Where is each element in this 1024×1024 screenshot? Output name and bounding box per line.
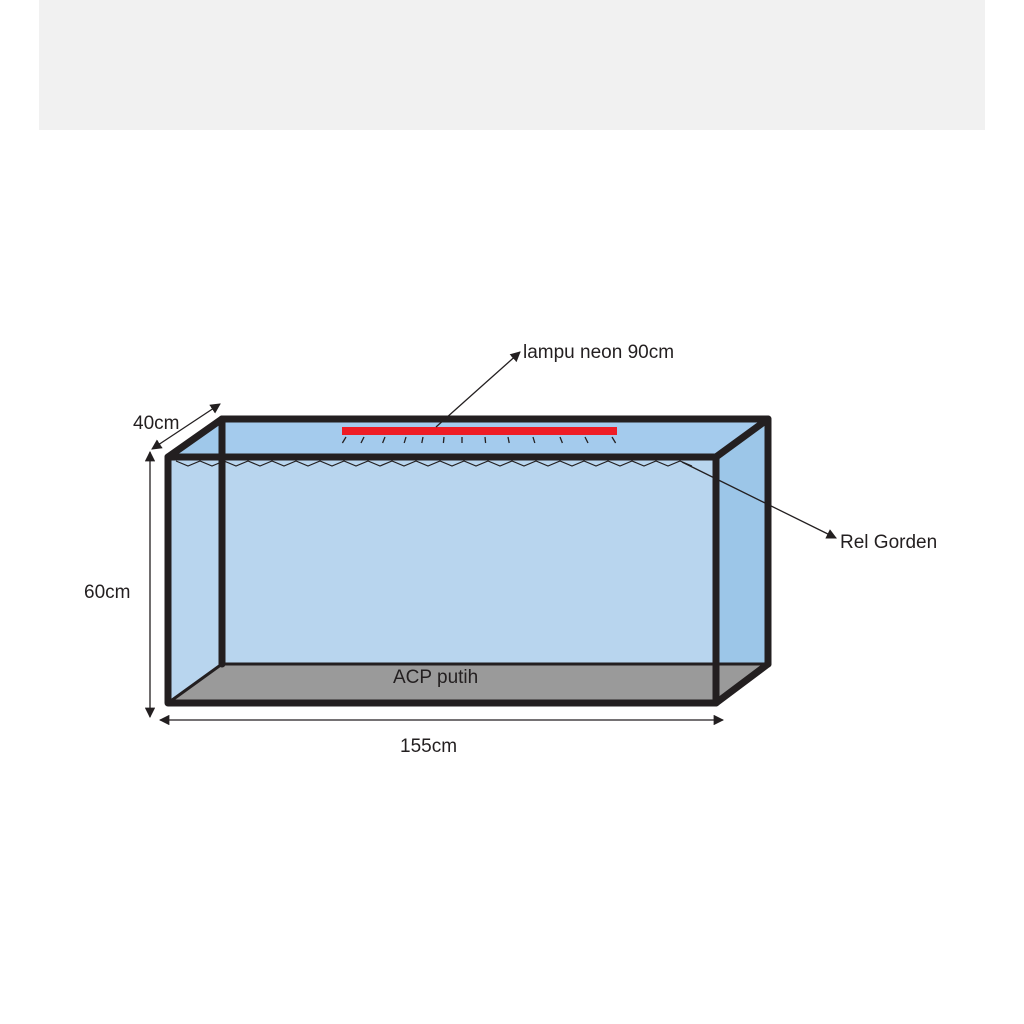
light-ray [507, 436, 510, 444]
frame-right-bottom [712, 660, 772, 707]
floor-panel [168, 664, 768, 703]
lamp-label: lampu neon 90cm [523, 342, 674, 363]
light-ray [381, 436, 386, 444]
front-glass-face [168, 457, 716, 703]
right-side-glass-face [716, 419, 768, 703]
light-ray [559, 436, 564, 444]
height-label: 60cm [84, 582, 130, 603]
curtain-rail-zigzag [175, 460, 693, 467]
light-ray [341, 436, 347, 444]
light-ray [403, 436, 407, 444]
rail-label: Rel Gorden [840, 532, 937, 553]
light-ray [360, 436, 365, 444]
width-label: 155cm [400, 736, 457, 757]
light-ray [442, 436, 445, 444]
rail-leader-line [681, 461, 837, 539]
depth-dimension-line [151, 403, 221, 450]
light-ray [421, 436, 424, 444]
frame-front [164, 453, 720, 707]
light-ray [484, 436, 487, 444]
light-ray [611, 436, 617, 444]
light-ray [532, 436, 536, 444]
top-gray-band [39, 0, 985, 130]
depth-label: 40cm [133, 413, 179, 434]
lamp-light-rays [341, 436, 617, 444]
light-ray [584, 436, 589, 444]
floor-label: ACP putih [393, 667, 478, 688]
frame-left-bottom [166, 662, 224, 705]
neon-lamp-bar [342, 427, 617, 435]
lamp-leader-line [435, 351, 521, 428]
